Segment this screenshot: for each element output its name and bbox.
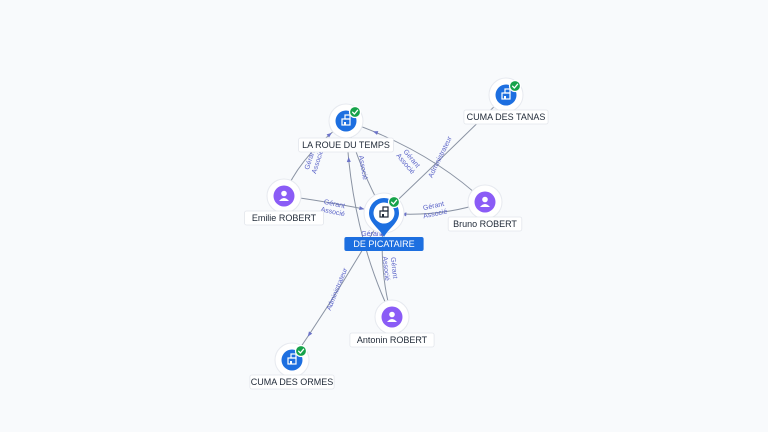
node-label: CUMA DES TANAS — [467, 112, 546, 122]
check-icon — [348, 105, 362, 119]
building-icon — [501, 88, 511, 100]
node-label-box — [244, 210, 324, 226]
check-icon — [294, 344, 308, 358]
arrow-icon — [326, 132, 332, 138]
node-label-box — [249, 374, 335, 390]
arrow-icon — [307, 331, 313, 337]
edge-label: Administrateur — [326, 267, 350, 312]
building-icon — [341, 114, 351, 126]
node-tanas[interactable]: CUMA DES TANAS — [463, 77, 549, 125]
edge-label: Gérant — [422, 201, 444, 212]
arrow-icon — [346, 157, 351, 163]
node-bruno[interactable]: Bruno ROBERT — [447, 184, 523, 232]
node-label: Emilie ROBERT — [252, 213, 317, 223]
node-label: Bruno ROBERT — [453, 219, 517, 229]
node-label: LA ROUE DU TEMPS — [302, 140, 390, 150]
nodes-layer: DE PICATAIRE LA ROUE DU TEMPS CUMA DES TAN… — [244, 77, 549, 390]
person-icon — [387, 311, 397, 322]
building-icon — [287, 353, 297, 365]
arrow-icon — [359, 206, 365, 211]
edge-label: Administrateur — [428, 135, 454, 179]
edge-line — [291, 212, 385, 361]
node-roue[interactable]: LA ROUE DU TEMPS — [298, 103, 394, 153]
edge-label: Gérant — [361, 231, 382, 238]
edge-label: Associé — [320, 206, 346, 218]
edge-label: Associé — [423, 208, 449, 220]
node-label-box — [463, 109, 549, 125]
node-label-box — [298, 137, 394, 153]
edge-label: Associé — [381, 256, 391, 281]
node-label-box — [344, 237, 424, 251]
person-icon — [279, 190, 289, 201]
node-label-box — [349, 332, 435, 348]
node-label: DE PICATAIRE — [353, 239, 414, 249]
person-icon — [480, 196, 490, 207]
check-icon — [387, 195, 401, 209]
building-icon — [379, 206, 389, 218]
edge-line — [345, 120, 486, 203]
node-label-box — [447, 216, 523, 232]
node-antonin[interactable]: Antonin ROBERT — [349, 299, 435, 348]
node-ormes[interactable]: CUMA DES ORMES — [249, 342, 335, 390]
edge-label: Gérant — [323, 199, 345, 210]
node-label: CUMA DES ORMES — [251, 377, 334, 387]
arrow-icon — [372, 131, 379, 135]
node-picataire[interactable]: DE PICATAIRE — [344, 192, 424, 251]
node-label: Antonin ROBERT — [357, 335, 428, 345]
edge-label: Associé — [357, 155, 368, 180]
edge-label: Gérant — [389, 257, 398, 279]
node-emilie[interactable]: Emilie ROBERT — [244, 178, 324, 226]
check-icon — [508, 79, 522, 93]
